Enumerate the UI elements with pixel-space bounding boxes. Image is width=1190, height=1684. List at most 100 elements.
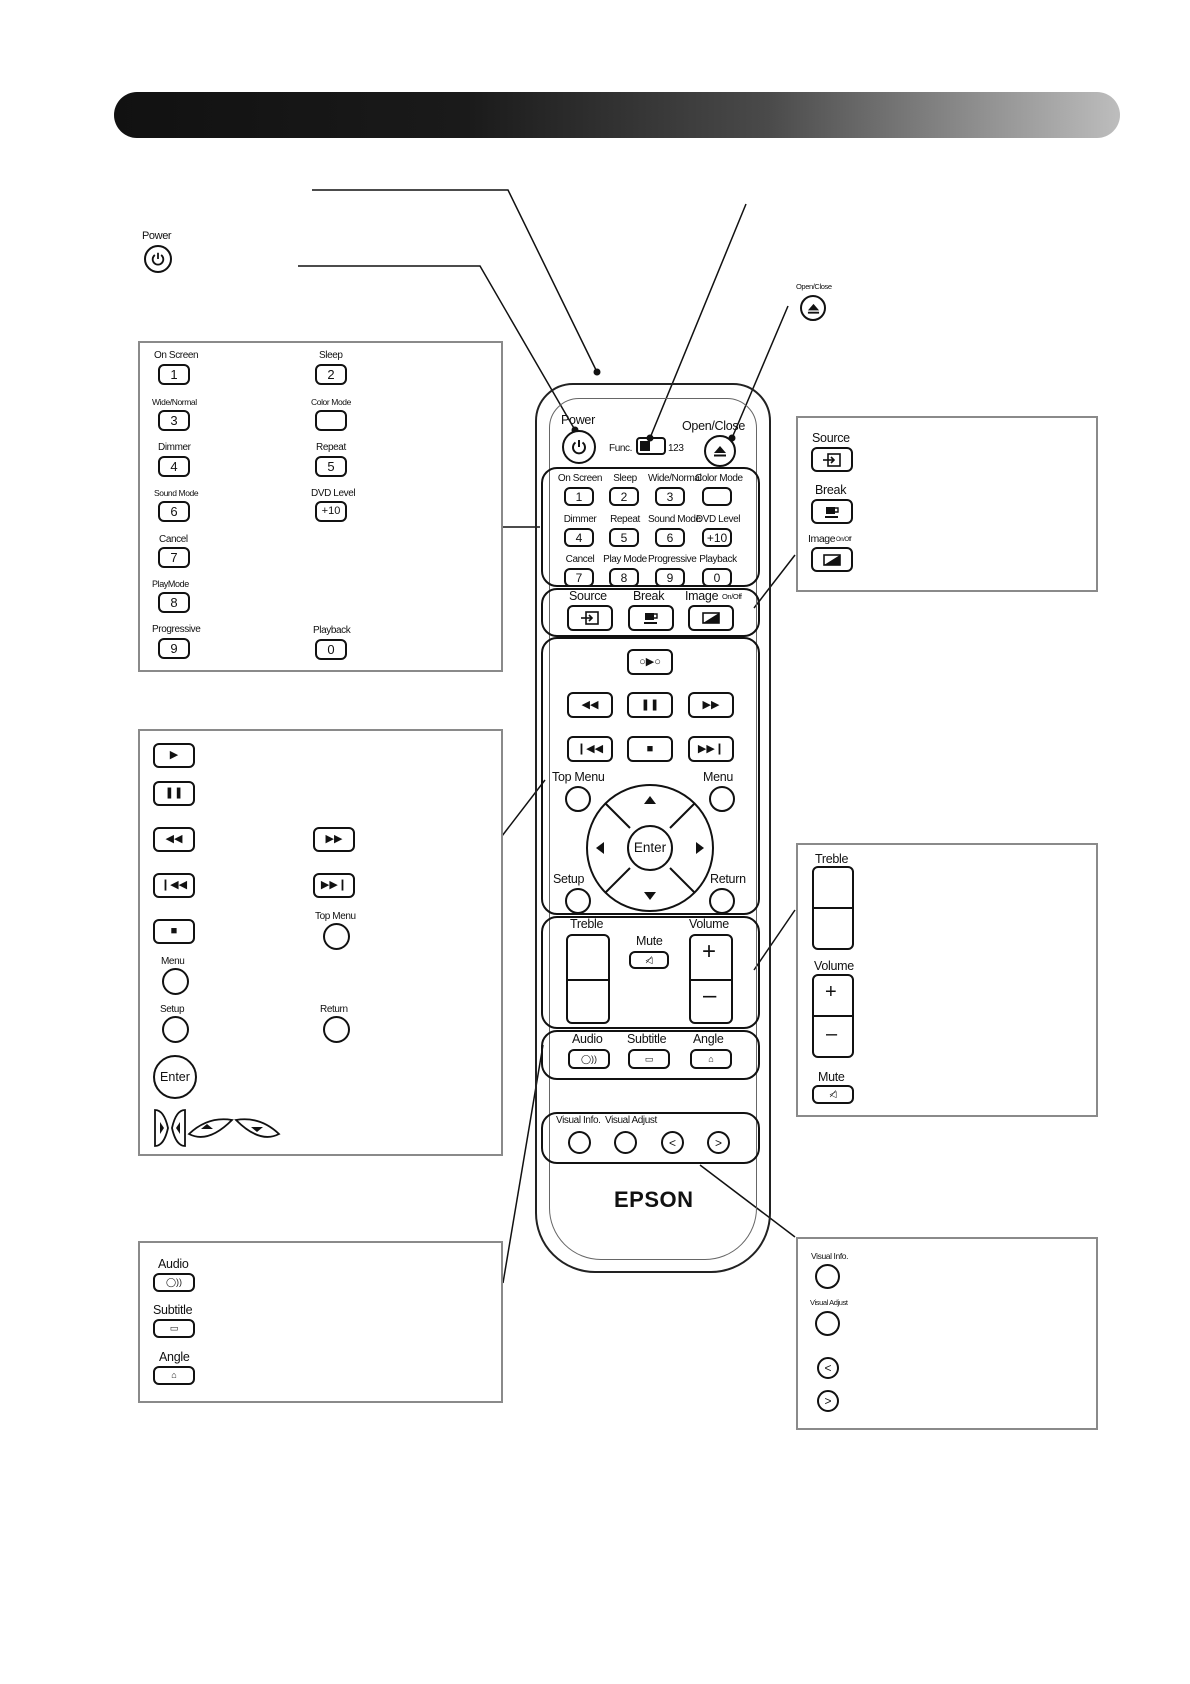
remote-key-label: Play Mode bbox=[603, 554, 647, 565]
co-top-menu-label: Top Menu bbox=[315, 911, 356, 922]
remote-setup-button[interactable] bbox=[565, 888, 591, 914]
remote-volume-plus: + bbox=[702, 938, 717, 965]
remote-top-menu-button[interactable] bbox=[565, 786, 591, 812]
callout-playback-panel bbox=[138, 729, 503, 1156]
remote-mute-label: Mute bbox=[636, 934, 663, 948]
remote-next-button[interactable]: > bbox=[707, 1131, 730, 1154]
mute-icon: ◁̸ bbox=[829, 1089, 837, 1099]
remote-rewind-button[interactable]: ◀◀ bbox=[567, 692, 613, 718]
skip-back-icon: ❙◀◀ bbox=[160, 879, 188, 891]
co-source-label: Source bbox=[812, 431, 850, 445]
remote-angle-button[interactable]: ⌂ bbox=[690, 1049, 732, 1069]
co-angle-label: Angle bbox=[159, 1350, 190, 1364]
pause-icon: ❚❚ bbox=[164, 787, 184, 799]
remote-menu-label: Menu bbox=[703, 770, 734, 784]
co-enter-label: Enter bbox=[160, 1069, 190, 1084]
remote-audio-button[interactable]: ◯)) bbox=[568, 1049, 610, 1069]
co-key-0: 0 bbox=[315, 639, 347, 660]
co-visual-info-button bbox=[815, 1264, 840, 1289]
co-treble-label: Treble bbox=[815, 852, 849, 866]
co-next-button: ▶▶❙ bbox=[313, 873, 355, 898]
remote-key[interactable]: 6 bbox=[655, 528, 685, 547]
co-image-button bbox=[811, 547, 853, 572]
remote-key[interactable]: 9 bbox=[655, 568, 685, 587]
co-play-button: ▶ bbox=[153, 743, 195, 768]
remote-key[interactable]: +10 bbox=[702, 528, 732, 547]
remote-audio-label: Audio bbox=[572, 1032, 603, 1046]
co-audio-button: ◯)) bbox=[153, 1273, 195, 1292]
remote-sound-group bbox=[541, 916, 760, 1029]
remote-play-button[interactable]: ○▶○ bbox=[627, 649, 673, 675]
remote-playback-group bbox=[541, 637, 760, 915]
remote-source-label: Source bbox=[569, 589, 607, 603]
co-audio-label: Audio bbox=[158, 1257, 189, 1271]
co-key-3: 3 bbox=[158, 410, 190, 431]
remote-image-button[interactable] bbox=[688, 605, 734, 631]
remote-open-close-button[interactable] bbox=[704, 435, 736, 467]
remote-setup-label: Setup bbox=[553, 872, 585, 886]
co-image-sub-label: On/Off bbox=[836, 537, 852, 543]
remote-fast-forward-button[interactable]: ▶▶ bbox=[688, 692, 734, 718]
remote-key[interactable]: 8 bbox=[609, 568, 639, 587]
remote-break-button[interactable] bbox=[628, 605, 674, 631]
co-on-screen-label: On Screen bbox=[154, 350, 199, 361]
remote-break-label: Break bbox=[633, 589, 665, 603]
remote-body bbox=[535, 383, 771, 1273]
remote-previous-button[interactable]: ❙◀◀ bbox=[567, 736, 613, 762]
subtitle-icon: ▭ bbox=[644, 1053, 654, 1064]
co-pause-button: ❚❚ bbox=[153, 781, 195, 806]
co-volume-plus: + bbox=[825, 981, 837, 1003]
remote-stop-button[interactable]: ■ bbox=[627, 736, 673, 762]
co-prev-label: < bbox=[824, 1361, 832, 1375]
remote-visual-adjust-button[interactable] bbox=[614, 1131, 637, 1154]
func-123-label: 123 bbox=[668, 443, 684, 454]
remote-key[interactable]: 4 bbox=[564, 528, 594, 547]
remote-key[interactable]: 5 bbox=[609, 528, 639, 547]
remote-key[interactable]: 7 bbox=[564, 568, 594, 587]
co-treble-rocker bbox=[812, 866, 854, 950]
remote-mute-button[interactable]: ◁̸ bbox=[629, 951, 669, 969]
co-visual-adjust-label: Visual Adjust bbox=[810, 1298, 848, 1307]
co-dimmer-label: Dimmer bbox=[158, 442, 191, 453]
remote-number-group bbox=[541, 467, 760, 587]
remote-pause-button[interactable]: ❚❚ bbox=[627, 692, 673, 718]
remote-treble-rocker[interactable] bbox=[566, 934, 610, 1024]
remote-next-label: > bbox=[714, 1135, 722, 1150]
remote-key[interactable]: 3 bbox=[655, 487, 685, 506]
remote-power-button[interactable] bbox=[562, 430, 596, 464]
remote-subtitle-button[interactable]: ▭ bbox=[628, 1049, 670, 1069]
co-subtitle-label: Subtitle bbox=[153, 1303, 193, 1317]
co-repeat-label: Repeat bbox=[316, 442, 346, 453]
remote-visual-info-button[interactable] bbox=[568, 1131, 591, 1154]
remote-angle-label: Angle bbox=[693, 1032, 724, 1046]
callout-disc-panel bbox=[138, 1241, 503, 1403]
remote-inner-outline bbox=[549, 398, 757, 1260]
rewind-icon: ◀◀ bbox=[581, 698, 599, 711]
remote-menu-button[interactable] bbox=[709, 786, 735, 812]
co-key-color-mode bbox=[315, 410, 347, 431]
remote-key[interactable]: 2 bbox=[609, 487, 639, 506]
remote-return-button[interactable] bbox=[709, 888, 735, 914]
audio-icon: ◯)) bbox=[165, 1277, 183, 1287]
remote-key[interactable] bbox=[702, 487, 732, 506]
eject-icon bbox=[714, 446, 726, 457]
func-switch[interactable] bbox=[636, 437, 666, 455]
remote-prev-button[interactable]: < bbox=[661, 1131, 684, 1154]
remote-key[interactable]: 1 bbox=[564, 487, 594, 506]
subtitle-icon: ▭ bbox=[169, 1323, 179, 1333]
remote-key-label: DVD Level bbox=[695, 514, 741, 525]
remote-next-button[interactable]: ▶▶❙ bbox=[688, 736, 734, 762]
co-volume-label: Volume bbox=[814, 959, 854, 973]
remote-volume-rocker[interactable]: + – bbox=[689, 934, 733, 1024]
co-cancel-label: Cancel bbox=[159, 534, 188, 545]
co-image-label: Image bbox=[808, 533, 836, 545]
co-setup-button bbox=[162, 1016, 189, 1043]
co-stop-button: ■ bbox=[153, 919, 195, 944]
remote-source-button[interactable] bbox=[567, 605, 613, 631]
remote-enter-button[interactable]: Enter bbox=[627, 825, 673, 871]
remote-visual-info-label: Visual Info. bbox=[556, 1115, 601, 1126]
remote-key-label: Cancel bbox=[565, 554, 595, 565]
co-source-button bbox=[811, 447, 853, 472]
remote-key[interactable]: 0 bbox=[702, 568, 732, 587]
audio-icon: ◯)) bbox=[580, 1053, 598, 1064]
